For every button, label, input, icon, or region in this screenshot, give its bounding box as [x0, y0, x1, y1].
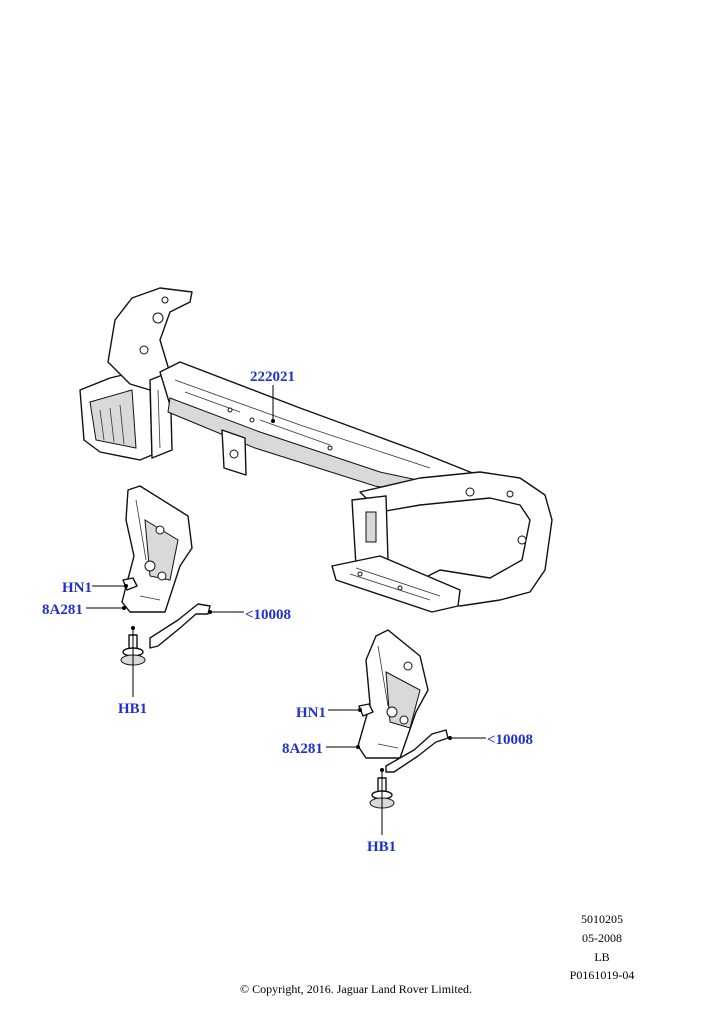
- illustration-number: P0161019-04: [569, 968, 635, 982]
- left-bracket-part: [121, 485, 193, 613]
- reference-date: 05-2008: [582, 931, 622, 945]
- callout-right-bushing[interactable]: HB1: [367, 839, 396, 855]
- right-bracket-part: [357, 629, 429, 759]
- callout-left-bracket[interactable]: 8A281: [42, 602, 83, 618]
- copyright-notice: © Copyright, 2016. Jaguar Land Rover Lim…: [239, 982, 473, 996]
- callout-right-bracket[interactable]: 8A281: [282, 741, 323, 757]
- radiator-support-part: [79, 287, 553, 613]
- callout-right-strap[interactable]: <10008: [487, 732, 533, 748]
- reference-market: LB: [594, 950, 610, 964]
- callout-left-nut[interactable]: HN1: [62, 580, 92, 596]
- right-strap-part: [385, 729, 449, 773]
- leader-lines: [86, 385, 486, 835]
- callout-left-strap[interactable]: <10008: [245, 607, 291, 623]
- reference-code: 5010205: [581, 912, 623, 926]
- callout-left-bushing[interactable]: HB1: [118, 701, 147, 717]
- right-nut-part: [358, 703, 374, 717]
- callout-radiator-support[interactable]: 222021: [250, 369, 295, 385]
- callout-right-nut[interactable]: HN1: [296, 705, 326, 721]
- left-strap-part: [149, 603, 211, 649]
